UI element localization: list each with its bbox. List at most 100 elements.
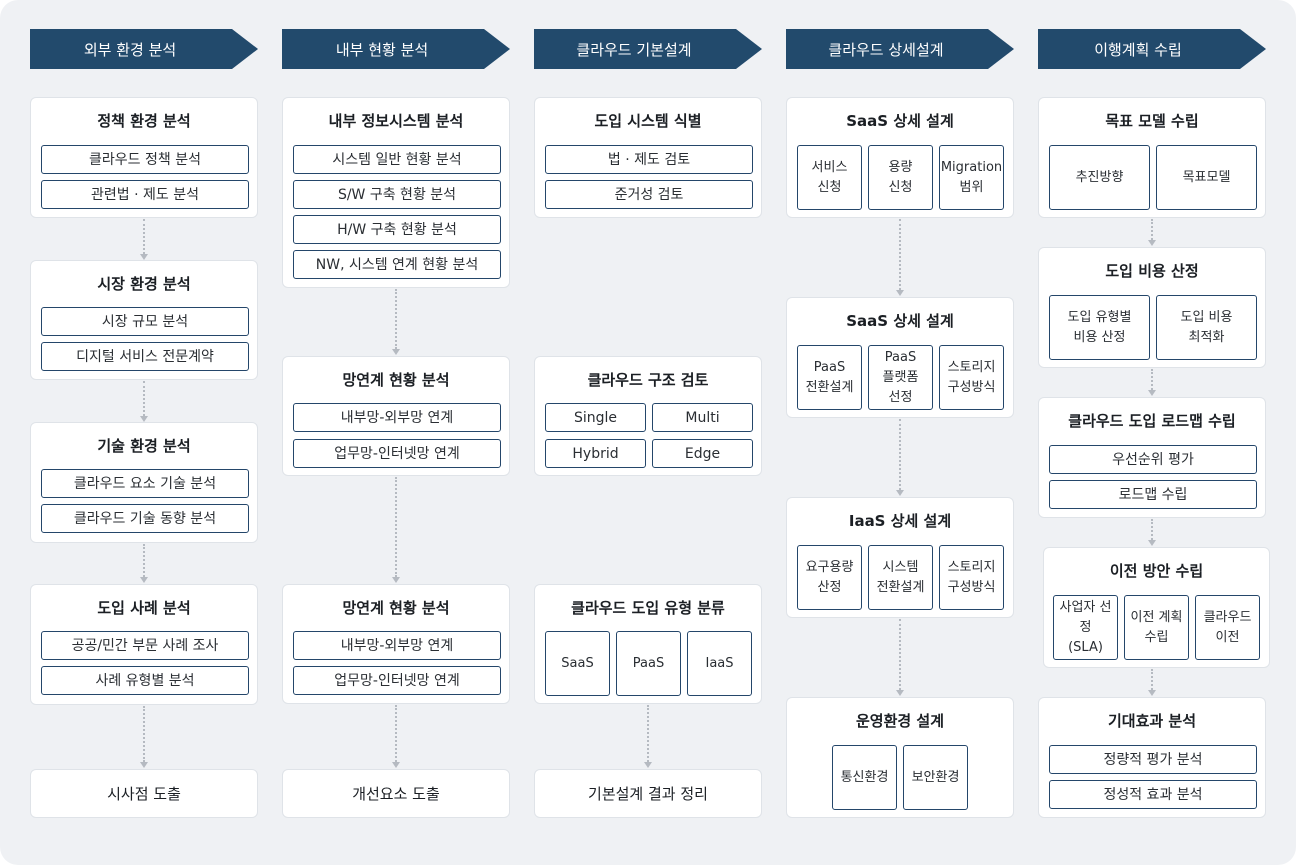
column-header-detail-design: 클라우드 상세설계	[786, 29, 1014, 69]
card-title: 도입 비용 산정	[1105, 262, 1199, 280]
card-policy-analysis: 정책 환경 분석 클라우드 정책 분석 관련법 · 제도 분석	[30, 97, 258, 218]
header-label: 내부 현황 분석	[335, 40, 429, 59]
item-box: 법 · 제도 검토	[545, 145, 753, 174]
card-saas-design-2: SaaS 상세 설계 PaaS 전환설계 PaaS 플랫폼 선정 스토리지 구성…	[786, 297, 1014, 418]
item-box: 우선순위 평가	[1049, 445, 1257, 474]
item-box: 요구용량 산정	[797, 545, 862, 610]
item-box: 내부망-외부망 연계	[293, 403, 501, 432]
item-box: 업무망-인터넷망 연계	[293, 439, 501, 468]
card-internal-system-analysis: 내부 정보시스템 분석 시스템 일반 현황 분석 S/W 구축 현황 분석 H/…	[282, 97, 510, 288]
card-target-model: 목표 모델 수립 추진방향 목표모델	[1038, 97, 1266, 218]
card-title: SaaS 상세 설계	[846, 312, 954, 330]
item-box: 클라우드 기술 동향 분석	[41, 504, 249, 533]
card-title: 기대효과 분석	[1107, 712, 1197, 730]
flow-arrow	[392, 705, 400, 768]
card-network-analysis-1: 망연계 현황 분석 내부망-외부망 연계 업무망-인터넷망 연계	[282, 356, 510, 476]
item-box: 클라우드 요소 기술 분석	[41, 469, 249, 498]
card-market-analysis: 시장 환경 분석 시장 규모 분석 디지털 서비스 전문계약	[30, 260, 258, 380]
item-box: 스토리지 구성방식	[939, 545, 1004, 610]
item-box: 업무망-인터넷망 연계	[293, 666, 501, 695]
card-tech-analysis: 기술 환경 분석 클라우드 요소 기술 분석 클라우드 기술 동향 분석	[30, 422, 258, 543]
column-header-transition-plan: 이행계획 수립	[1038, 29, 1266, 69]
item-box: PaaS	[616, 631, 681, 696]
flow-arrow	[644, 705, 652, 768]
card-title: 클라우드 구조 검토	[587, 371, 709, 389]
card-title: IaaS 상세 설계	[848, 512, 952, 530]
item-box: 통신환경	[832, 745, 897, 810]
item-box: Hybrid	[545, 439, 646, 468]
item-box: 도입 유형별 비용 산정	[1049, 295, 1150, 360]
item-box: 로드맵 수립	[1049, 480, 1257, 509]
flow-arrow	[1148, 219, 1156, 246]
item-box: PaaS 전환설계	[797, 345, 862, 410]
card-title: 목표 모델 수립	[1105, 112, 1199, 130]
card-title: 내부 정보시스템 분석	[328, 112, 464, 130]
column-header-external: 외부 환경 분석	[30, 29, 258, 69]
item-box: 내부망-외부망 연계	[293, 631, 501, 660]
card-title: 이전 방안 수립	[1109, 562, 1204, 580]
flow-arrow	[140, 219, 148, 260]
item-box: 보안환경	[903, 745, 968, 810]
card-saas-design-1: SaaS 상세 설계 서비스 신청 용량 신청 Migration 범위	[786, 97, 1014, 218]
item-box: 시스템 전환설계	[868, 545, 933, 610]
flow-arrow	[392, 289, 400, 355]
item-box: 서비스 신청	[797, 145, 862, 210]
column-header-basic-design: 클라우드 기본설계	[534, 29, 762, 69]
header-label: 클라우드 상세설계	[828, 40, 944, 59]
card-title: 망연계 현황 분석	[342, 371, 450, 389]
card-cloud-type: 클라우드 도입 유형 분류 SaaS PaaS IaaS	[534, 584, 762, 704]
item-box: 준거성 검토	[545, 180, 753, 209]
card-title: 클라우드 도입 로드맵 수립	[1068, 412, 1236, 430]
result-box: 시사점 도출	[30, 769, 258, 818]
item-box: 공공/민간 부문 사례 조사	[41, 631, 249, 660]
card-cost-estimation: 도입 비용 산정 도입 유형별 비용 산정 도입 비용 최적화	[1038, 247, 1266, 368]
card-title: SaaS 상세 설계	[846, 112, 954, 130]
flow-arrow	[1148, 369, 1156, 396]
card-network-analysis-2: 망연계 현황 분석 내부망-외부망 연계 업무망-인터넷망 연계	[282, 584, 510, 704]
flow-arrow	[896, 419, 904, 496]
header-label: 클라우드 기본설계	[576, 40, 692, 59]
item-box: SaaS	[545, 631, 610, 696]
item-box: 목표모델	[1156, 145, 1257, 210]
item-box: PaaS 플랫폼 선정	[868, 345, 933, 410]
item-box: 시장 규모 분석	[41, 307, 249, 336]
card-title: 도입 시스템 식별	[594, 112, 702, 130]
item-box: IaaS	[687, 631, 752, 696]
item-box: 디지털 서비스 전문계약	[41, 342, 249, 371]
item-box: 관련법 · 제도 분석	[41, 180, 249, 209]
flow-arrow	[140, 381, 148, 422]
card-case-analysis: 도입 사례 분석 공공/민간 부문 사례 조사 사례 유형별 분석	[30, 584, 258, 705]
item-box: Multi	[652, 403, 753, 432]
card-expected-effect: 기대효과 분석 정량적 평가 분석 정성적 효과 분석	[1038, 697, 1266, 818]
result-box: 개선요소 도출	[282, 769, 510, 818]
item-box: 사례 유형별 분석	[41, 666, 249, 695]
card-title: 운영환경 설계	[855, 712, 945, 730]
item-box: 사업자 선정 (SLA)	[1053, 595, 1118, 660]
card-roadmap: 클라우드 도입 로드맵 수립 우선순위 평가 로드맵 수립	[1038, 397, 1266, 518]
item-box: H/W 구축 현황 분석	[293, 215, 501, 244]
item-box: 이전 계획 수립	[1124, 595, 1189, 660]
item-box: 추진방향	[1049, 145, 1150, 210]
item-box: 정성적 효과 분석	[1049, 780, 1257, 809]
item-box: 용량 신청	[868, 145, 933, 210]
flow-arrow	[392, 477, 400, 583]
card-title: 도입 사례 분석	[97, 599, 191, 617]
item-box: S/W 구축 현황 분석	[293, 180, 501, 209]
result-box: 기본설계 결과 정리	[534, 769, 762, 818]
card-title: 기술 환경 분석	[97, 437, 191, 455]
item-box: 클라우드 정책 분석	[41, 145, 249, 174]
item-box: Edge	[652, 439, 753, 468]
card-title: 망연계 현황 분석	[342, 599, 450, 617]
flow-arrow	[1148, 669, 1156, 696]
flow-arrow	[140, 706, 148, 768]
card-title: 클라우드 도입 유형 분류	[571, 599, 725, 617]
column-header-internal: 내부 현황 분석	[282, 29, 510, 69]
item-box: 스토리지 구성방식	[939, 345, 1004, 410]
flow-arrow	[140, 544, 148, 583]
header-label: 외부 환경 분석	[83, 40, 177, 59]
card-iaas-design: IaaS 상세 설계 요구용량 산정 시스템 전환설계 스토리지 구성방식	[786, 497, 1014, 618]
card-cloud-structure: 클라우드 구조 검토 Single Multi Hybrid Edge	[534, 356, 762, 476]
item-box: NW, 시스템 연계 현황 분석	[293, 250, 501, 279]
item-box: 클라우드 이전	[1195, 595, 1260, 660]
